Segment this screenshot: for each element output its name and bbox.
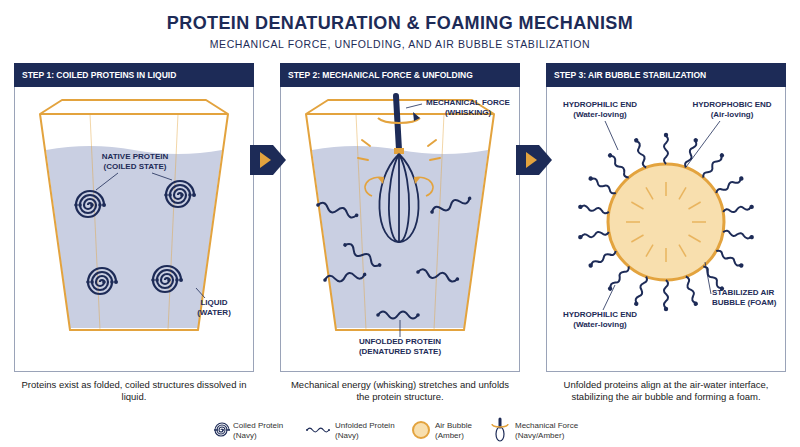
- callout-label: NATIVE PROTEIN (COILED STATE): [89, 152, 181, 171]
- step-panel: STEP 1: COILED PROTEINS IN LIQUID Protein…: [14, 63, 254, 408]
- legend-text: Air Bubble (Amber): [435, 421, 487, 440]
- step-heading: STEP 1: COILED PROTEINS IN LIQUID: [14, 63, 254, 87]
- callout-label: STABILIZED AIR BUBBLE (FOAM): [712, 288, 778, 307]
- legend-icon: [214, 419, 508, 441]
- callout-label: LIQUID (WATER): [188, 298, 240, 317]
- legend-text: Mechanical Force (Navy/Amber): [515, 421, 589, 440]
- subtitle: MECHANICAL FORCE, UNFOLDING, AND AIR BUB…: [0, 38, 800, 51]
- diagram-title: PROTEIN DENATURATION & FOAMING MECHANISM: [0, 13, 800, 34]
- legend-text: Coiled Protein (Navy): [233, 421, 297, 440]
- arrow-accent: [526, 152, 537, 168]
- callout-label: HYDROPHILIC END (Water-loving): [554, 310, 646, 329]
- legend-text: Unfolded Protein (Navy): [335, 421, 407, 440]
- callout-label: HYDROPHOBIC END (Air-loving): [686, 100, 778, 119]
- step-description: Mechanical energy (whisking) stretches a…: [285, 379, 515, 403]
- callout-label: MECHANICAL FORCE (WHISKING): [418, 98, 518, 117]
- arrow-accent: [260, 152, 271, 168]
- callout-label: UNFOLDED PROTEIN (DENATURED STATE): [340, 337, 460, 356]
- panel-frame: [14, 63, 254, 372]
- step-heading: STEP 3: AIR BUBBLE STABILIZATION: [546, 63, 786, 87]
- step-heading: STEP 2: MECHANICAL FORCE & UNFOLDING: [280, 63, 520, 87]
- callout-label: HYDROPHILIC END (Water-loving): [554, 100, 646, 119]
- step-description: Proteins exist as folded, coiled structu…: [19, 379, 249, 403]
- step-description: Unfolded proteins align at the air-water…: [551, 379, 781, 403]
